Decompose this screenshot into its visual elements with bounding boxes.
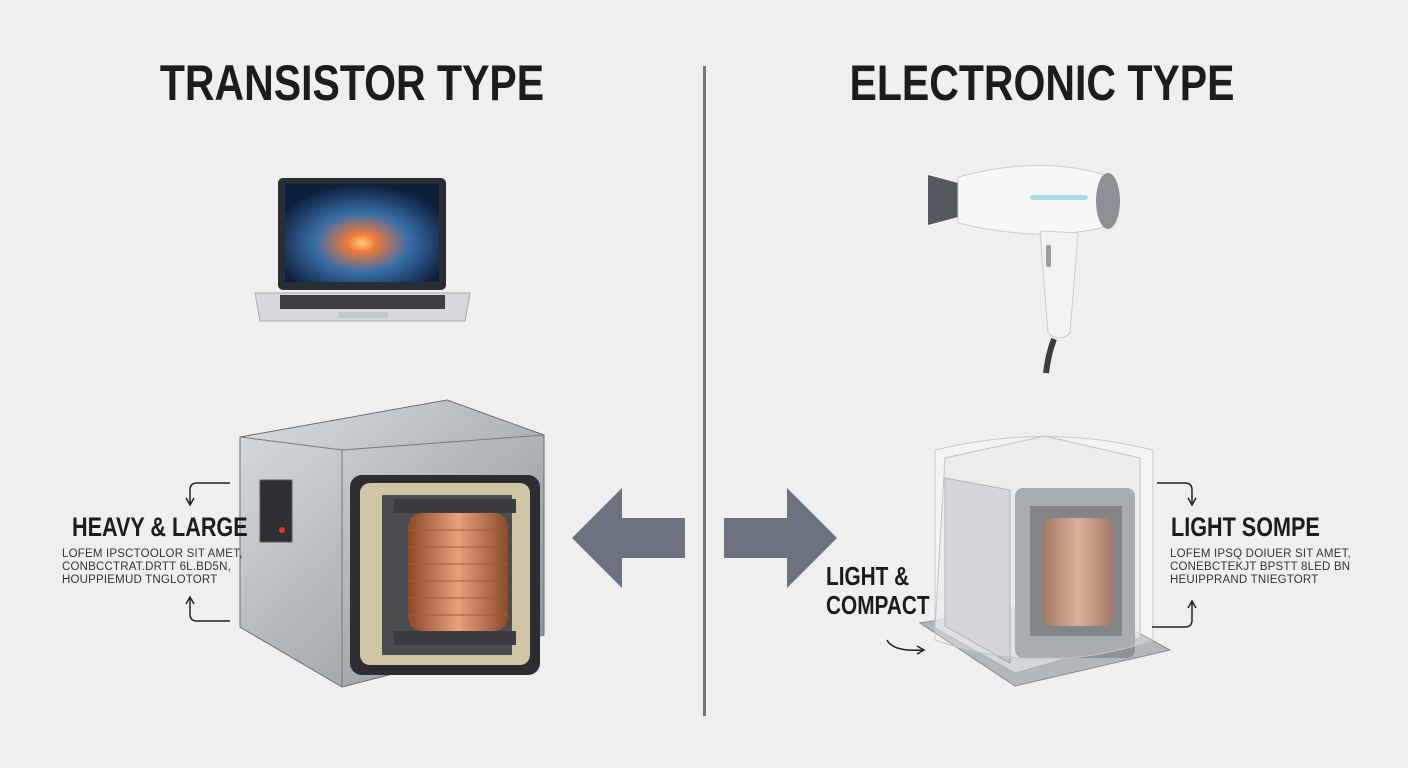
center-divider	[703, 66, 706, 716]
laptop-icon	[254, 178, 471, 322]
right-description-line: LOFEM IPSQ DOIUER SIT AMET,	[1170, 548, 1351, 560]
arrow-right-icon	[724, 488, 837, 588]
light-compact-line: LIGHT &	[826, 561, 910, 591]
light-compact-line: COMPACT	[826, 590, 930, 620]
transformer-heavy-icon	[239, 399, 545, 688]
right-description: LOFEM IPSQ DOIUER SIT AMET, CONEBCTEKJT …	[1170, 548, 1351, 587]
left-description-line: CONBCCTRAT.DRTT 6L.BD5N,	[62, 561, 232, 573]
left-title: TRANSISTOR TYPE	[159, 55, 545, 111]
callout-arrow-right-top-icon	[1157, 482, 1197, 507]
right-description-line: CONEBCTEKJT BPSTT 8LED BN	[1170, 561, 1351, 573]
light-compact-side-label: LIGHT & COMPACT	[826, 562, 930, 620]
callout-arrow-up-icon	[185, 482, 230, 507]
right-title: ELECTRONIC TYPE	[849, 55, 1235, 111]
right-description-line: HEUIPPRAND TNIEGTORT	[1170, 574, 1319, 586]
light-sompe-label: LIGHT SOMPE	[1171, 512, 1320, 542]
left-description-line: HOUPPIEMUD TNGLOTORT	[62, 574, 218, 586]
left-description-line: LOFEM IPSCTOOLOR SIT AMET,	[62, 548, 243, 560]
callout-arrow-right-bottom-icon	[1152, 599, 1197, 628]
transformer-compact-icon	[918, 435, 1172, 687]
callout-arrow-down-icon	[185, 595, 230, 622]
left-description: LOFEM IPSCTOOLOR SIT AMET, CONBCCTRAT.DR…	[62, 548, 243, 587]
hair-dryer-icon	[928, 164, 1120, 374]
arrow-left-icon	[572, 488, 685, 588]
heavy-large-label: HEAVY & LARGE	[72, 512, 248, 542]
callout-arrow-compact-icon	[886, 639, 926, 655]
